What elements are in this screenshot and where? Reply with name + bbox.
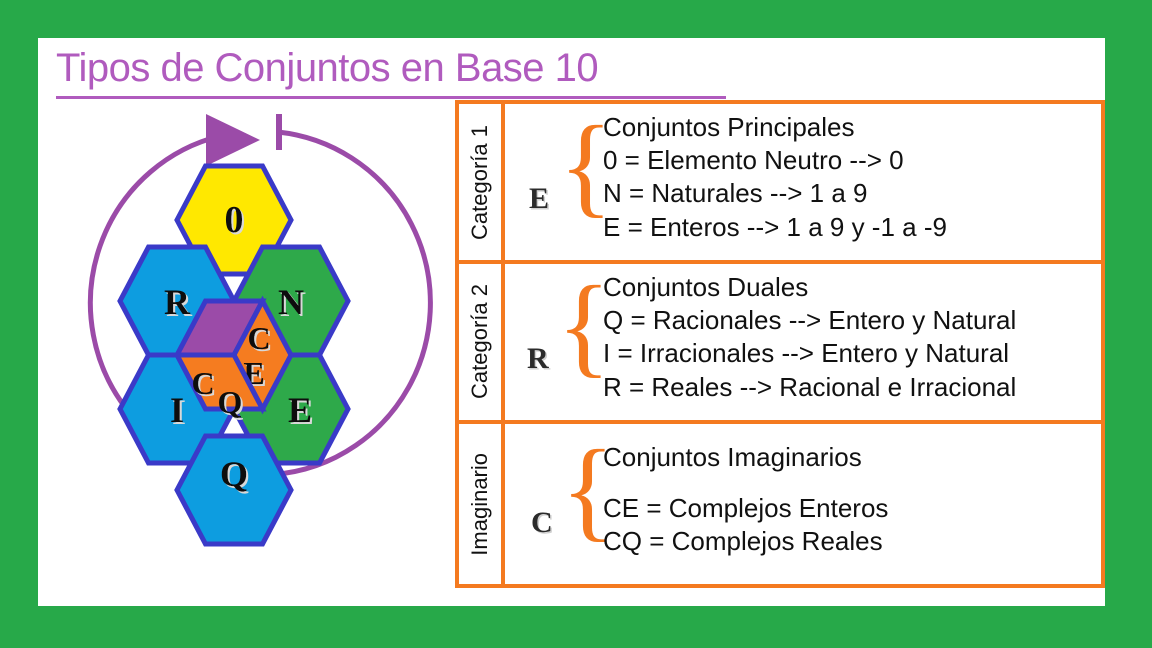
row-body: Conjuntos Principales E { 0 = Elemento N… (505, 104, 1101, 260)
row-symbol: R (527, 341, 549, 375)
category-label: Imaginario (467, 452, 492, 556)
row-symbol: C (531, 505, 553, 539)
hex-i-label: I (170, 390, 184, 430)
section-title: Conjuntos Duales (603, 271, 809, 302)
content-panel: Tipos de Conjuntos en Base 10 0 (38, 38, 1105, 606)
list-item: N = Naturales --> 1 a 9 (603, 178, 868, 209)
section-title: Conjuntos Imaginarios (603, 441, 862, 472)
section-title: Conjuntos Principales (603, 112, 855, 142)
list-item: CE = Complejos Enteros (603, 492, 889, 523)
facet-cq-label-c: C (191, 365, 214, 401)
category-cell: Imaginario (459, 423, 505, 584)
row-body: Conjuntos Imaginarios C { CE = Complejos… (505, 424, 1101, 584)
category-label: Categoría 1 (467, 124, 492, 240)
facet-cq[interactable]: C Q (172, 352, 267, 420)
table-row: Categoría 1 Conjuntos Principales E { 0 … (459, 104, 1101, 264)
arrow-tail-bar (276, 114, 282, 150)
hexagon-set-diagram: 0 R N I E (38, 96, 458, 606)
hex-n-label: N (278, 282, 304, 322)
brace-icon: { (557, 263, 611, 388)
brace-icon: { (561, 427, 615, 552)
table-row: Categoría 2 Conjuntos Duales R { Q = Rac… (459, 263, 1101, 424)
hex-r-label: R (164, 282, 191, 322)
row-symbol: E (529, 182, 550, 215)
list-item: E = Enteros --> 1 a 9 y -1 a -9 (603, 211, 947, 242)
page-title: Tipos de Conjuntos en Base 10 (56, 46, 599, 90)
row-items: 0 = Elemento Neutro --> 0 N = Naturales … (603, 144, 947, 244)
hex-e-label: E (288, 390, 312, 430)
row-items: Q = Racionales --> Entero y Natural I = … (603, 304, 1016, 404)
list-item: CQ = Complejos Reales (603, 526, 883, 557)
facet-ce-label-c: C (247, 320, 270, 356)
list-item: I = Irracionales --> Entero y Natural (603, 338, 1010, 369)
category-cell: Categoría 1 (459, 104, 505, 260)
list-item: Q = Racionales --> Entero y Natural (603, 304, 1017, 335)
hex-q[interactable]: Q (174, 433, 294, 547)
row-body: Conjuntos Duales R { Q = Racionales --> … (505, 264, 1101, 420)
sets-table: Categoría 1 Conjuntos Principales E { 0 … (455, 100, 1105, 588)
brace-icon: { (559, 104, 613, 228)
row-items: CE = Complejos Enteros CQ = Complejos Re… (603, 492, 888, 559)
list-item: R = Reales --> Racional e Irracional (603, 371, 1017, 402)
hex-q-label: Q (220, 454, 248, 494)
category-label: Categoría 2 (467, 284, 492, 400)
facet-cq-label-q: Q (218, 384, 243, 420)
title-underline (56, 96, 726, 99)
category-cell: Categoría 2 (459, 263, 505, 420)
hex-zero-label: 0 (225, 199, 244, 241)
table-row: Imaginario Conjuntos Imaginarios C { CE … (459, 423, 1101, 584)
list-item: 0 = Elemento Neutro --> 0 (603, 145, 904, 175)
arrow-head-icon (206, 114, 260, 166)
